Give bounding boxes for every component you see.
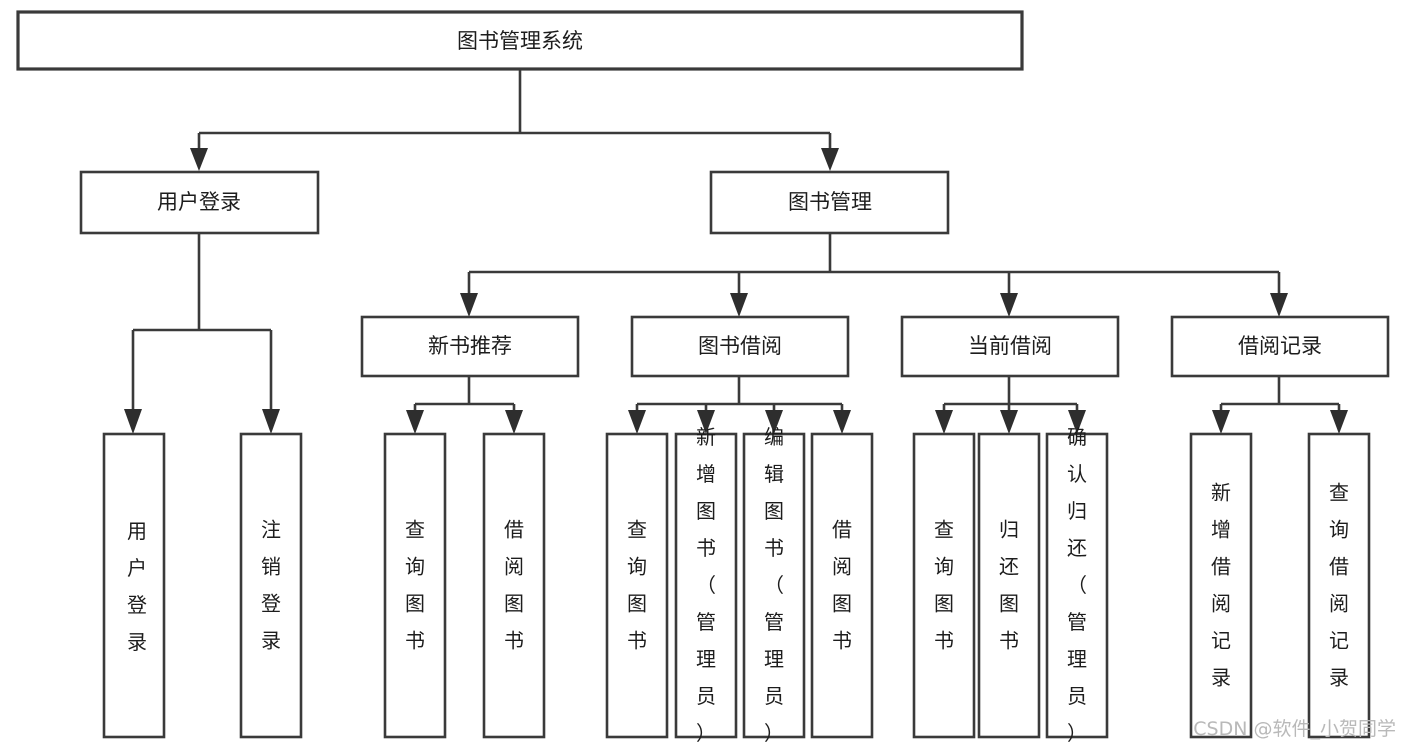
arrow-to-borrow-record (1270, 293, 1288, 317)
leaf-query-book-cur-box[interactable] (912, 432, 976, 739)
leaf-logout-label: 注销登录 (261, 517, 281, 652)
node-leaf-confirm-return[interactable]: 确认归还（管理员） (1045, 425, 1109, 745)
current-borrow-box[interactable] (900, 315, 1120, 378)
leaf-edit-book-box[interactable] (742, 432, 806, 739)
arrow-to-current-borrow (1000, 293, 1018, 317)
root-label: 图书管理系统 (457, 29, 583, 53)
node-book-borrow[interactable]: 图书借阅 (630, 315, 850, 378)
node-leaf-logout[interactable]: 注销登录 (239, 432, 303, 739)
leaf-add-book-box[interactable] (674, 432, 738, 739)
leaf-query-book-cur-label: 查询图书 (934, 517, 954, 652)
arrow-to-leaf-confirm-return (1068, 410, 1086, 434)
node-leaf-borrow-book-rec[interactable]: 借阅图书 (482, 432, 546, 739)
leaf-return-book-label: 归还图书 (999, 517, 1019, 652)
leaf-return-book-box[interactable] (977, 432, 1041, 739)
arrow-to-leaf-add-book (697, 410, 715, 434)
node-current-borrow[interactable]: 当前借阅 (900, 315, 1120, 378)
leaf-query-book-borrow-box[interactable] (605, 432, 669, 739)
book-manage-label: 图书管理 (788, 190, 872, 214)
leaf-query-book-borrow-label: 查询图书 (627, 517, 647, 652)
node-borrow-record[interactable]: 借阅记录 (1170, 315, 1390, 378)
leaf-borrow-book-rec-box[interactable] (482, 432, 546, 739)
leaf-query-record-box[interactable] (1307, 432, 1371, 739)
arrow-to-leaf-logout (262, 409, 280, 434)
arrow-to-user-login (190, 148, 208, 171)
leaf-add-record-box[interactable] (1189, 432, 1253, 739)
leaf-edit-book-label: 编辑图书（管理员） (764, 425, 784, 745)
current-borrow-label: 当前借阅 (968, 334, 1052, 358)
leaf-user-login-label: 用户登录 (124, 521, 148, 652)
node-leaf-return-book[interactable]: 归还图书 (977, 432, 1041, 739)
leaf-query-book-rec-box[interactable] (383, 432, 447, 739)
leaf-add-book-label: 新增图书（管理员） (696, 425, 716, 745)
arrow-to-book-manage (821, 148, 839, 171)
arrow-to-leaf-user-login (124, 409, 142, 434)
new-book-rec-label: 新书推荐 (428, 334, 512, 358)
arrow-to-leaf-borrow-book (833, 410, 851, 434)
user-login-label: 用户登录 (157, 190, 241, 214)
edges-group (124, 69, 1348, 434)
leaf-borrow-book-label: 借阅图书 (832, 517, 852, 652)
arrow-to-new-book-rec (460, 293, 478, 317)
node-user-login[interactable]: 用户登录 (79, 170, 320, 235)
borrow-record-box[interactable] (1170, 315, 1390, 378)
leaf-query-book-rec-label: 查询图书 (405, 517, 425, 652)
leaf-borrow-book-rec-label: 借阅图书 (504, 517, 524, 652)
book-borrow-label: 图书借阅 (698, 334, 782, 358)
book-manage-box[interactable] (709, 170, 950, 235)
leaf-confirm-return-label: 确认归还（管理员） (1067, 425, 1087, 745)
node-new-book-rec[interactable]: 新书推荐 (360, 315, 580, 378)
node-leaf-borrow-book[interactable]: 借阅图书 (810, 432, 874, 739)
node-root[interactable]: 图书管理系统 (16, 10, 1024, 71)
node-leaf-query-record[interactable]: 查询借阅记录 (1307, 432, 1371, 739)
arrow-to-leaf-add-record (1212, 410, 1230, 434)
leaf-logout-box[interactable] (239, 432, 303, 739)
node-leaf-user-login[interactable]: 用户登录 (102, 432, 166, 739)
leaf-add-record-label: 新增借阅记录 (1211, 480, 1231, 689)
leaf-confirm-return-box[interactable] (1045, 432, 1109, 739)
arrow-to-leaf-query-record (1330, 410, 1348, 434)
csdn-watermark: CSDN @软件_小贺同学 (1193, 718, 1396, 740)
node-book-manage[interactable]: 图书管理 (709, 170, 950, 235)
root-box[interactable] (16, 10, 1024, 71)
arrow-to-leaf-borrow-book-rec (505, 410, 523, 434)
leaf-query-record-label: 查询借阅记录 (1329, 480, 1349, 689)
arrow-to-leaf-return-book (1000, 410, 1018, 434)
node-leaf-edit-book[interactable]: 编辑图书（管理员） (742, 425, 806, 745)
node-leaf-query-book-rec[interactable]: 查询图书 (383, 432, 447, 739)
user-login-box[interactable] (79, 170, 320, 235)
node-leaf-add-record[interactable]: 新增借阅记录 (1189, 432, 1253, 739)
arrow-to-leaf-query-book-rec (406, 410, 424, 434)
book-borrow-box[interactable] (630, 315, 850, 378)
new-book-rec-box[interactable] (360, 315, 580, 378)
node-leaf-query-book-cur[interactable]: 查询图书 (912, 432, 976, 739)
node-leaf-query-book-borrow[interactable]: 查询图书 (605, 432, 669, 739)
arrow-to-leaf-query-book-cur (935, 410, 953, 434)
leaf-borrow-book-box[interactable] (810, 432, 874, 739)
leaf-user-login-box[interactable] (102, 432, 166, 739)
arrow-to-leaf-query-book-borrow (628, 410, 646, 434)
arrow-to-leaf-edit-book (765, 410, 783, 434)
node-leaf-add-book[interactable]: 新增图书（管理员） (674, 425, 738, 745)
borrow-record-label: 借阅记录 (1238, 334, 1322, 358)
arrow-to-book-borrow (730, 293, 748, 317)
